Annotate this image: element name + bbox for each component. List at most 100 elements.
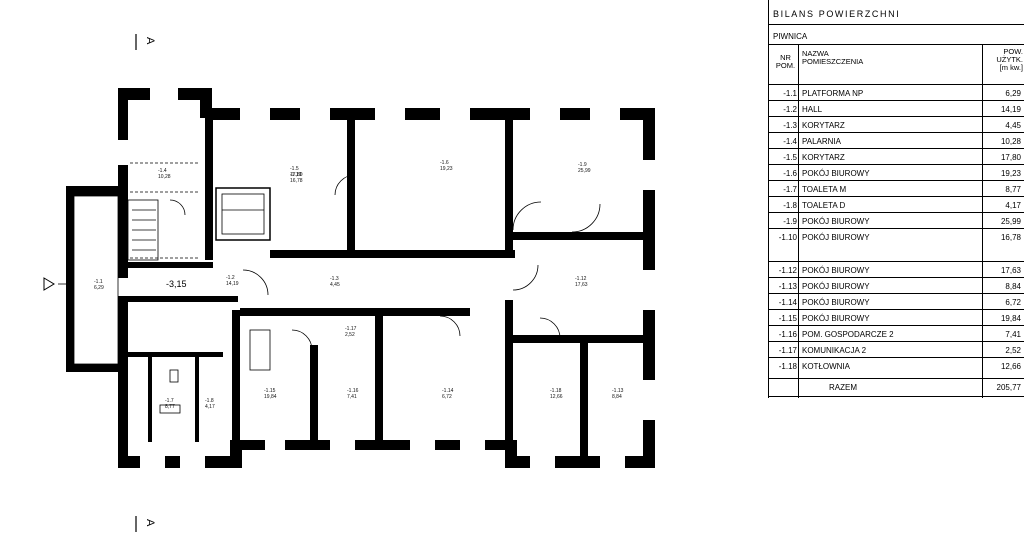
total-label: RAZEM <box>829 383 857 392</box>
section-mark-top: A <box>144 37 156 45</box>
room-number: -1.10 <box>778 233 797 242</box>
room-tag-number: -1.12 <box>575 276 587 282</box>
room-tag-area: 19,84 <box>264 394 277 400</box>
plan-walls <box>66 88 655 468</box>
room-name: POKÓJ BIUROWY <box>802 266 870 275</box>
room-area: 12,66 <box>1000 362 1021 371</box>
column-divider-2 <box>982 45 983 398</box>
room-tag-number: -1.17 <box>345 326 357 332</box>
table-subtitle: PIWNICA <box>769 25 1024 45</box>
room-tag-number: -1.15 <box>264 388 276 394</box>
room-name: POKÓJ BIUROWY <box>802 169 870 178</box>
room-name: TOALETA M <box>802 185 847 194</box>
column-divider-1 <box>798 45 799 398</box>
room-number: -1.7 <box>783 185 797 194</box>
floor-plan: A A -3,15 -1.16,29-1.410,28-1.517,80-1.6… <box>43 34 655 532</box>
room-tag-number: -1.6 <box>440 160 449 166</box>
room-name: KORYTARZ <box>802 153 845 162</box>
room-tag-area: 8,84 <box>612 394 622 400</box>
room-tag-area: 7,41 <box>347 394 357 400</box>
room-labels: -1.16,29-1.410,28-1.517,80-1.619,23-1.92… <box>94 160 624 410</box>
room-tag-number: -1.3 <box>330 276 339 282</box>
room-tag-area: 12,66 <box>550 394 563 400</box>
room-number: -1.1 <box>783 89 797 98</box>
room-area: 4,17 <box>1005 201 1021 210</box>
room-name: PLATFORMA NP <box>802 89 864 98</box>
table-total-row: RAZEM 205,77 <box>769 379 1024 397</box>
table-row: -1.2 HALL 14,19 <box>769 101 1024 117</box>
plan-fixtures <box>73 162 601 414</box>
room-tag-area: 2,52 <box>345 332 355 338</box>
room-tag-number: -1.4 <box>158 168 167 174</box>
room-name: POKÓJ BIUROWY <box>802 282 870 291</box>
table-row: -1.4 PALARNIA 10,28 <box>769 133 1024 149</box>
room-tag-number: -1.2 <box>226 275 235 281</box>
room-tag-number: -1.8 <box>205 398 214 404</box>
room-area: 7,41 <box>1005 330 1021 339</box>
table-row: -1.3 KORYTARZ 4,45 <box>769 117 1024 133</box>
room-area: 19,84 <box>1000 314 1021 323</box>
level-label: -3,15 <box>166 279 187 289</box>
room-tag-number: -1.5 <box>290 166 299 172</box>
room-tag-number: -1.7 <box>165 398 174 404</box>
room-number: -1.9 <box>783 217 797 226</box>
table-title: BILANS POWIERZCHNI <box>769 0 1024 25</box>
room-area: 6,29 <box>1005 89 1021 98</box>
room-area: 8,77 <box>1005 185 1021 194</box>
room-tag-number: -1.16 <box>347 388 359 394</box>
room-tag-area: 6,72 <box>442 394 452 400</box>
room-tag-area: 8,77 <box>165 404 175 410</box>
room-tag-number: -1.1 <box>94 279 103 285</box>
header-nr: NR POM. <box>775 53 796 70</box>
room-tag-number: -1.14 <box>442 388 454 394</box>
room-number: -1.13 <box>778 282 797 291</box>
room-area: 14,19 <box>1000 105 1021 114</box>
room-name: POM. GOSPODARCZE 2 <box>802 330 894 339</box>
header-name: NAZWA POMIESZCZENIA <box>802 49 864 66</box>
total-value: 205,77 <box>996 383 1021 392</box>
room-number: -1.15 <box>778 314 797 323</box>
table-row: -1.18 KOTŁOWNIA 12,66 <box>769 358 1024 379</box>
room-area: 17,63 <box>1000 266 1021 275</box>
room-name: KOTŁOWNIA <box>802 362 851 371</box>
room-area: 10,28 <box>1000 137 1021 146</box>
room-area: 4,45 <box>1005 121 1021 130</box>
room-number: -1.6 <box>783 169 797 178</box>
plan-windows <box>118 88 655 468</box>
section-mark-bottom: A <box>144 519 156 527</box>
room-tag-area: 16,78 <box>290 178 303 184</box>
room-name: KOMUNIKACJA 2 <box>802 346 867 355</box>
room-tag-area: 19,23 <box>440 166 453 172</box>
room-number: -1.2 <box>783 105 797 114</box>
header-area: POW. UŻYTK. [m kw.] <box>996 47 1023 72</box>
room-area: 16,78 <box>1000 233 1021 242</box>
room-number: -1.8 <box>783 201 797 210</box>
table-header: NR POM. NAZWA POMIESZCZENIA POW. UŻYTK. … <box>769 45 1024 85</box>
room-name: HALL <box>802 105 823 114</box>
room-name: PALARNIA <box>802 137 841 146</box>
room-tag-area: 4,17 <box>205 404 215 410</box>
room-number: -1.17 <box>778 346 797 355</box>
room-tag-number: -1.9 <box>578 162 587 168</box>
room-area: 17,80 <box>1000 153 1021 162</box>
room-tag-number: -1.18 <box>550 388 562 394</box>
table-row: -1.1 PLATFORMA NP 6,29 <box>769 85 1024 101</box>
table-row: -1.7 TOALETA M 8,77 <box>769 181 1024 197</box>
room-number: -1.4 <box>783 137 797 146</box>
room-name: POKÓJ BIUROWY <box>802 298 870 307</box>
room-tag-area: 17,80 <box>290 172 303 178</box>
room-number: -1.18 <box>778 362 797 371</box>
room-number: -1.14 <box>778 298 797 307</box>
room-number: -1.3 <box>783 121 797 130</box>
table-row: -1.6 POKÓJ BIUROWY 19,23 <box>769 165 1024 181</box>
room-area: 19,23 <box>1000 169 1021 178</box>
room-tag-area: 4,45 <box>330 282 340 288</box>
room-name: KORYTARZ <box>802 121 845 130</box>
